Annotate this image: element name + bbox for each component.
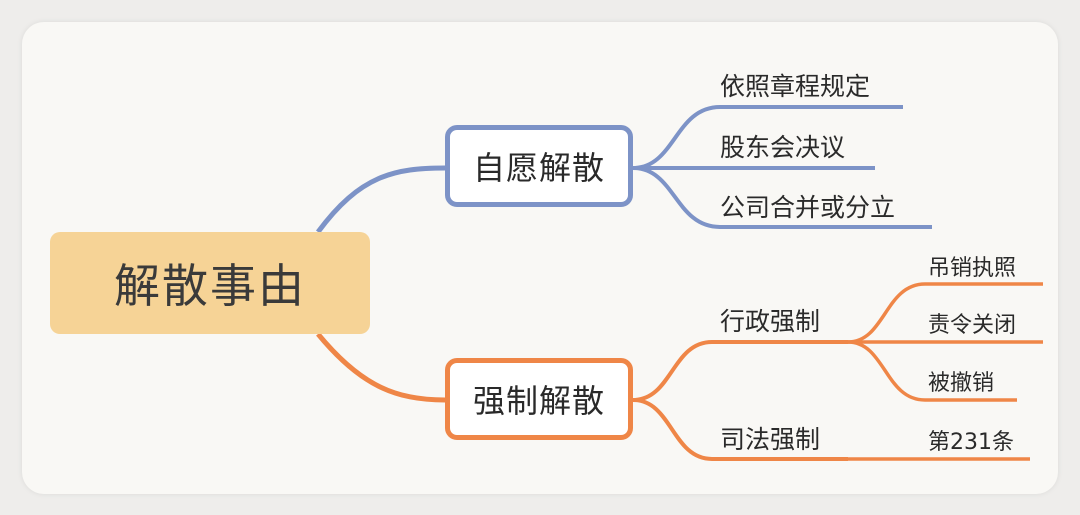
branch-voluntary-dissolution[interactable]: 自愿解散 [445, 125, 633, 207]
connector-admin-3 [847, 340, 1017, 402]
connector-voluntary-1 [632, 105, 903, 170]
root-node[interactable]: 解散事由 [50, 232, 370, 334]
connector-compulsory-1 [632, 340, 848, 402]
leaf-ordered-closure[interactable]: 责令关闭 [928, 313, 1017, 338]
leaf-article-231[interactable]: 第231条 [928, 430, 1014, 455]
connector-root-compulsory [316, 332, 446, 403]
connector-compulsory-2 [632, 398, 848, 461]
branch-compulsory-dissolution[interactable]: 强制解散 [445, 358, 633, 440]
leaf-articles-provision[interactable]: 依照章程规定 [720, 72, 871, 101]
leaf-merger-or-division[interactable]: 公司合并或分立 [720, 193, 896, 222]
connector-voluntary-3 [632, 166, 932, 229]
connector-admin-1 [847, 282, 1043, 344]
leaf-shareholder-resolution[interactable]: 股东会决议 [720, 133, 846, 162]
leaf-cancelled[interactable]: 被撤销 [928, 371, 995, 396]
node-administrative-compulsion[interactable]: 行政强制 [720, 307, 821, 336]
node-judicial-compulsion[interactable]: 司法强制 [720, 425, 821, 454]
leaf-license-revoked[interactable]: 吊销执照 [928, 256, 1017, 281]
connector-root-voluntary [315, 165, 446, 234]
